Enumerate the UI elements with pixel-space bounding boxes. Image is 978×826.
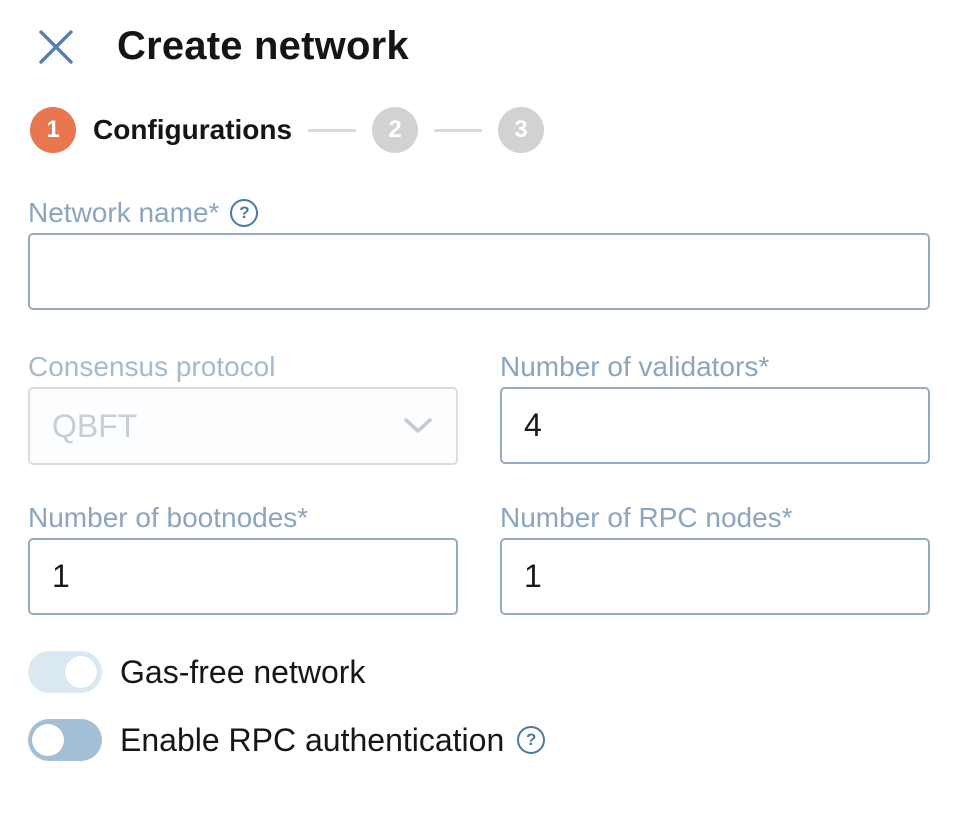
consensus-protocol-field: Consensus protocol QBFT [28,351,458,465]
rpc-auth-toggle-row: Enable RPC authentication ? [28,719,930,761]
validators-field: Number of validators* [500,351,930,465]
step-1-label: Configurations [93,114,293,145]
consensus-protocol-select: QBFT [28,387,458,465]
validators-label-text: Number of validators* [500,351,770,382]
rpc-nodes-field: Number of RPC nodes* [500,502,930,615]
bootnodes-input[interactable] [28,538,458,615]
chevron-down-icon [404,418,432,433]
network-name-input[interactable] [28,233,930,310]
stepper: 1 Configurations 2 3 [30,107,978,153]
gas-free-toggle[interactable] [28,651,102,693]
consensus-protocol-label: Consensus protocol [28,351,458,383]
network-name-field: Network name* ? [28,197,930,310]
gas-free-toggle-label: Gas-free network [120,653,366,690]
page-title: Create network [117,24,409,68]
rpc-auth-toggle[interactable] [28,719,102,761]
step-1-circle: 1 [30,107,76,153]
validators-label: Number of validators* [500,351,930,383]
rpc-nodes-label-text: Number of RPC nodes* [500,502,793,533]
network-name-label-text: Network name* [28,197,220,228]
help-icon[interactable]: ? [517,726,546,754]
bootnodes-label: Number of bootnodes* [28,502,458,534]
rpc-auth-toggle-label: Enable RPC authentication [120,721,505,758]
bootnodes-label-text: Number of bootnodes* [28,502,309,533]
configurations-form: Network name* ? Consensus protocol QBFT [28,197,930,761]
dialog-header: Create network [0,0,978,69]
help-icon[interactable]: ? [230,199,259,227]
network-name-label: Network name* ? [28,197,930,229]
toggle-knob [32,724,64,756]
step-connector-line [308,128,357,132]
validators-input[interactable] [500,387,930,464]
gas-free-toggle-row: Gas-free network [28,651,930,693]
rpc-nodes-input[interactable] [500,538,930,615]
close-button[interactable] [38,29,74,65]
form-row-1: Consensus protocol QBFT Number of valida… [28,351,930,465]
rpc-nodes-label: Number of RPC nodes* [500,502,930,534]
consensus-protocol-value: QBFT [52,407,138,444]
form-row-2: Number of bootnodes* Number of RPC nodes… [28,502,930,615]
step-3-circle: 3 [498,107,545,153]
toggle-knob [65,656,97,688]
close-icon [39,29,73,64]
step-connector-line [434,128,483,132]
step-2-circle: 2 [372,107,419,153]
consensus-protocol-label-text: Consensus protocol [28,351,276,382]
bootnodes-field: Number of bootnodes* [28,502,458,615]
